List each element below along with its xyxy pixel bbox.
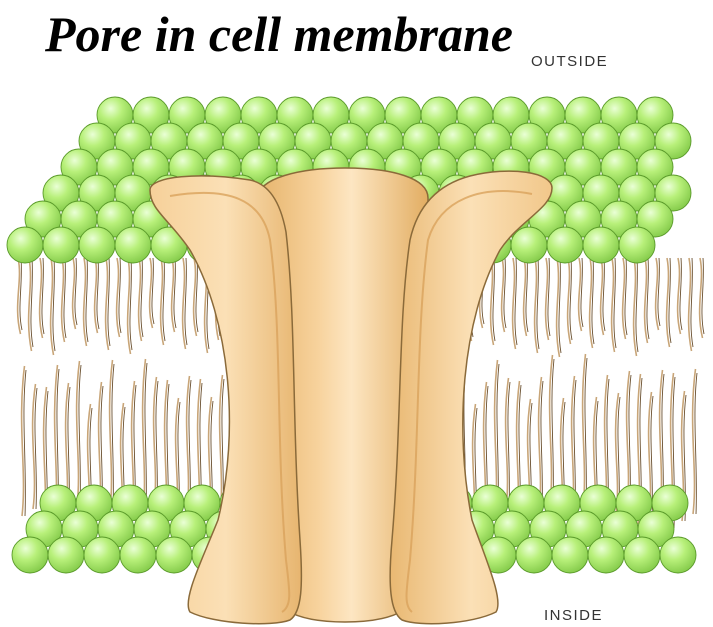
lipid-tail [691,258,693,347]
lipid-tail [75,258,77,325]
lipid-tail [141,258,143,337]
lipid-tail [647,258,649,339]
lipid-tail [625,258,627,335]
lipid-tail [53,258,55,351]
lipid-head [552,537,588,573]
lipid-tail [695,373,697,514]
lipid-tail [581,258,583,327]
lipid-tail [97,258,99,329]
lipid-head [583,227,619,263]
lipid-tail [174,258,176,328]
lipid-head [624,537,660,573]
lipid-head [120,537,156,573]
lipid-tail [130,258,132,350]
lipid-tail [541,381,543,512]
lipid-tail [64,258,66,338]
lipid-tail [24,370,26,516]
lipid-tail [508,382,510,508]
lipid-tail [552,359,554,505]
lipid-tail [559,258,561,353]
lipid-head [511,227,547,263]
lipid-tail [20,258,22,330]
lipid-head [48,537,84,573]
lipid-tail [196,258,198,332]
lipid-tail [86,258,88,342]
lipid-tail [702,258,704,334]
lipid-head [619,227,655,263]
lipid-tail [163,258,165,341]
lipid-tail [592,258,594,344]
lipid-tail [658,258,660,326]
lipid-tail [548,258,550,336]
lipid-tail [493,258,495,341]
lipid-head [79,227,115,263]
lipid-head [115,227,151,263]
lipid-tail [112,364,114,510]
lipid-head [660,537,696,573]
lipid-tail [79,365,81,506]
lipid-tail [108,258,110,346]
lipid-head [43,227,79,263]
lipid-tail [680,258,682,330]
lipid-tail [119,258,121,333]
lipid-head [516,537,552,573]
lipid-head [12,537,48,573]
lipid-tail [526,258,528,332]
lipid-tail [603,258,605,331]
lipid-head [7,227,43,263]
lipid-tail [515,258,517,345]
lipid-tail [504,258,506,328]
lipid-tail [636,258,638,352]
lipid-head [84,537,120,573]
lipid-head [156,537,192,573]
lipid-head [547,227,583,263]
lipid-head [588,537,624,573]
lipid-tail [585,358,587,509]
lipid-tail [537,258,539,349]
lipid-tail [185,258,187,345]
lipid-tail [145,363,147,514]
lipid-tail [570,258,572,340]
lipid-tail [614,258,616,348]
lipid-tail [669,258,671,343]
lipid-tail [35,388,37,509]
lipid-tail [152,258,154,324]
lipid-tail [42,258,44,334]
lipid-tail [31,258,33,347]
